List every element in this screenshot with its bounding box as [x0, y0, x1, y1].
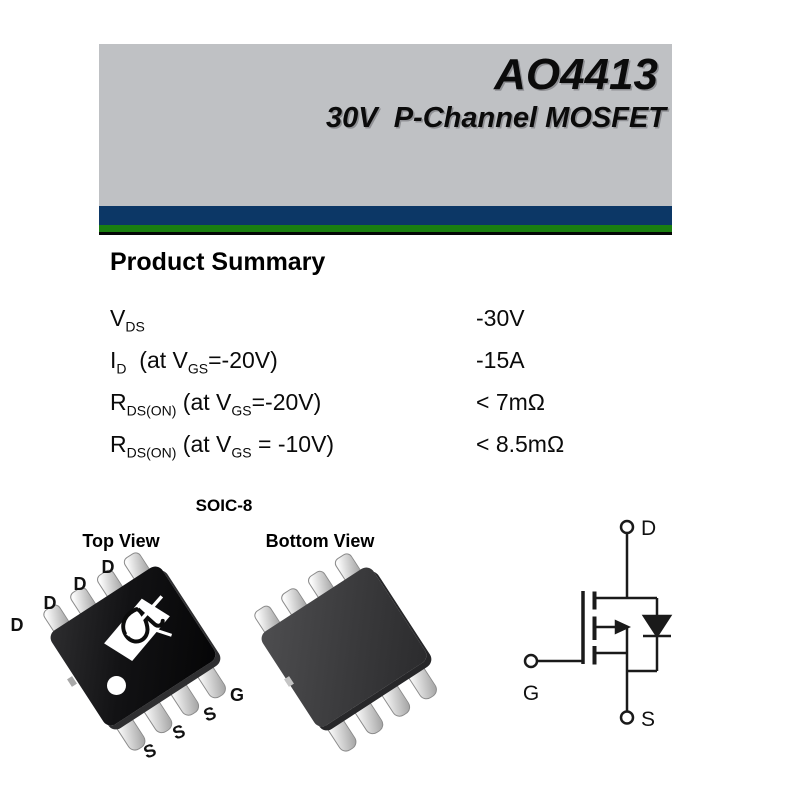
source-terminal-circle — [619, 710, 635, 725]
bottom-view-label: Bottom View — [265, 531, 375, 551]
summary-row: RDS(ON) (at VGS=-20V) < 7mΩ — [110, 386, 670, 428]
summary-row: VDS -30V — [110, 302, 670, 344]
summary-parameter: RDS(ON) (at VGS = -10V) — [110, 431, 335, 461]
summary-value: -30V — [476, 305, 525, 331]
package-name-label: SOIC-8 — [195, 496, 253, 515]
summary-row: RDS(ON) (at VGS = -10V) < 8.5mΩ — [110, 428, 670, 470]
header-banner: AO4413 30V P-Channel MOSFET — [99, 44, 672, 206]
summary-row: ID (at VGS=-20V) -15A — [110, 344, 670, 386]
pin1-indicator-dot — [107, 676, 126, 695]
accent-bar-black — [99, 232, 672, 235]
mosfet-schematic: D G S — [523, 517, 673, 731]
summary-value: < 8.5mΩ — [476, 431, 565, 458]
part-description-subtitle: 30V P-Channel MOSFET — [326, 102, 666, 134]
summary-parameter: VDS — [110, 305, 145, 335]
pin-label-s3: S — [200, 702, 219, 726]
pin-label-g: G — [229, 685, 244, 705]
summary-parameter: RDS(ON) (at VGS=-20V) — [110, 389, 322, 419]
summary-parameter: ID (at VGS=-20V) — [110, 347, 278, 377]
schematic-source-label: S — [641, 708, 655, 731]
summary-value: < 7mΩ — [476, 389, 545, 416]
pchannel-arrow-icon — [614, 619, 632, 635]
gate-terminal-circle — [523, 653, 539, 669]
top-view-label: Top View — [82, 531, 160, 551]
drain-terminal-circle — [619, 519, 635, 535]
pin-label-d3: D — [73, 574, 87, 594]
summary-table: VDS -30V ID (at VGS=-20V) -15A RDS(ON) (at V… — [110, 302, 670, 470]
pin-label-d4: D — [101, 557, 115, 577]
accent-bar-green — [99, 225, 672, 232]
schematic-gate-label: G — [523, 682, 539, 705]
summary-value: -15A — [476, 347, 525, 374]
pin-label-d1: D — [10, 615, 24, 635]
body-diode-icon — [641, 614, 673, 639]
soic8-bottom-view-chip — [252, 551, 440, 755]
schematic-drain-label: D — [641, 517, 656, 540]
part-number-title: AO4413 — [494, 50, 658, 99]
pin-label-d2: D — [43, 593, 57, 613]
accent-bar-blue — [99, 206, 672, 225]
aos-logo-icon — [104, 595, 173, 661]
product-summary-heading: Product Summary — [110, 248, 326, 276]
